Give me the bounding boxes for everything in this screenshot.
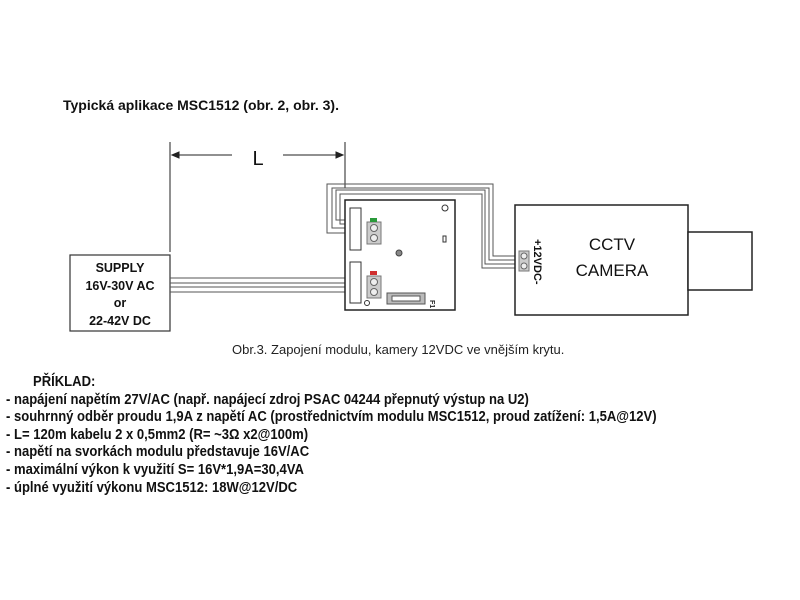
green-led-icon: [370, 218, 377, 222]
fuse-label: F1: [428, 300, 435, 308]
red-led-icon: [370, 271, 377, 275]
camera-terminal-label: +12VDC-: [531, 239, 543, 285]
camera-title-line-1: CCTV: [589, 235, 636, 254]
example-item: - napětí na svorkách modulu představuje …: [6, 444, 310, 461]
supply-line-2: 16V-30V AC: [85, 279, 154, 293]
figure-caption: Obr.3. Zapojení modulu, kamery 12VDC ve …: [232, 342, 565, 357]
supply-box: [69, 254, 171, 332]
supply-line-4: 22-42V DC: [89, 314, 151, 328]
example-item: - souhrnný odběr proudu 1,9A z napětí AC…: [6, 409, 657, 426]
output-cable: [326, 183, 520, 269]
example-item: - L= 120m kabelu 2 x 0,5mm2 (R= ~3Ω x2@1…: [6, 426, 309, 443]
camera-title-line-2: CAMERA: [576, 261, 649, 280]
msc1512-module: [344, 199, 456, 311]
supply-cable: [170, 277, 365, 293]
page-title: Typická aplikace MSC1512 (obr. 2, obr. 3…: [63, 97, 339, 113]
camera-lens: [687, 231, 753, 291]
length-label: L: [252, 148, 263, 170]
length-dimension: [169, 142, 346, 252]
example-item: - úplné využití výkonu MSC1512: 18W@12V/…: [6, 479, 298, 496]
supply-line-3: or: [114, 296, 127, 310]
example-section: PŘÍKLAD: - napájení napětím 27V/AC (např…: [6, 374, 657, 497]
camera-terminal: [518, 250, 530, 272]
camera-box: [514, 204, 689, 316]
example-item: - maximální výkon k využití S= 16V*1,9A=…: [6, 461, 304, 478]
example-item: - napájení napětím 27V/AC (např. napájec…: [6, 391, 529, 408]
example-heading: PŘÍKLAD:: [33, 374, 96, 390]
supply-line-1: SUPPLY: [96, 261, 146, 275]
